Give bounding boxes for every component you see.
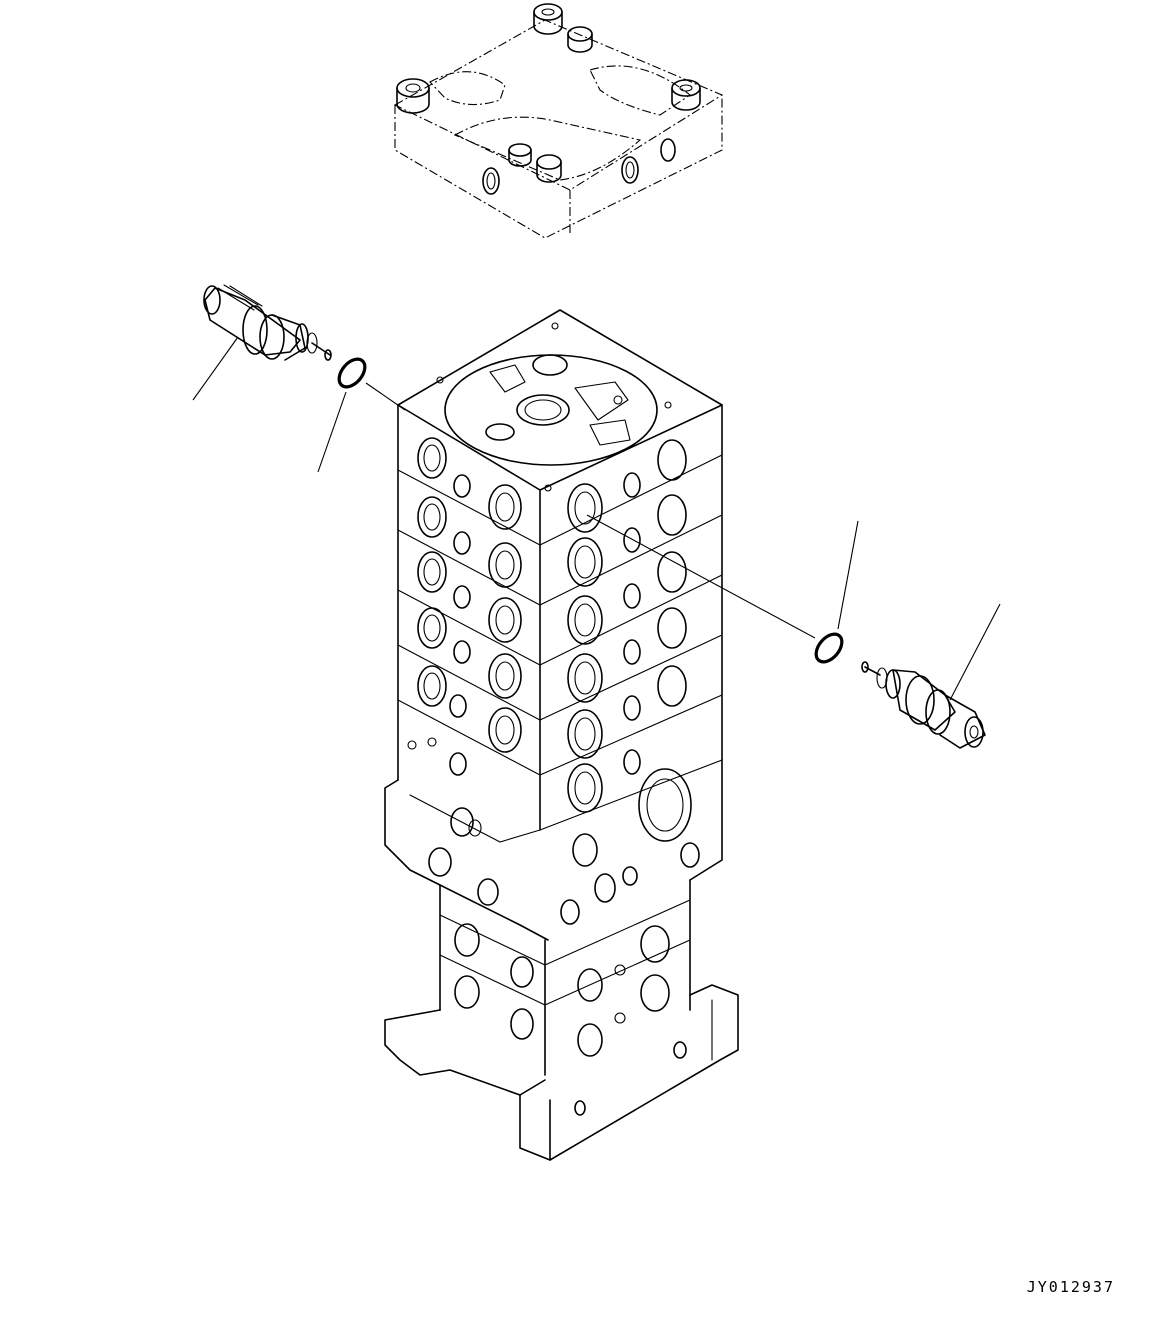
base-bracket [384, 984, 739, 1161]
cover-port [660, 138, 676, 162]
control-valve-body [384, 309, 739, 1161]
top-cover-plate [393, 3, 724, 239]
cover-boss [567, 26, 593, 53]
cover-boss [533, 3, 563, 35]
leader-lines [192, 336, 1001, 701]
cover-boss [536, 154, 562, 183]
main-port [638, 768, 692, 842]
top-face-flange [444, 354, 658, 466]
o-ring-left [337, 357, 367, 389]
o-ring-right [814, 632, 844, 664]
relief-valve-right [861, 661, 986, 749]
cover-boss [671, 79, 701, 111]
cover-boss [508, 143, 532, 167]
drawing-number: JY012937 [1026, 1278, 1115, 1296]
cover-boss [396, 78, 430, 114]
cover-port [621, 156, 639, 184]
cover-port [482, 167, 500, 195]
left-face-ports [407, 437, 522, 776]
relief-valve-left [203, 284, 332, 361]
right-face-ports [567, 439, 687, 813]
